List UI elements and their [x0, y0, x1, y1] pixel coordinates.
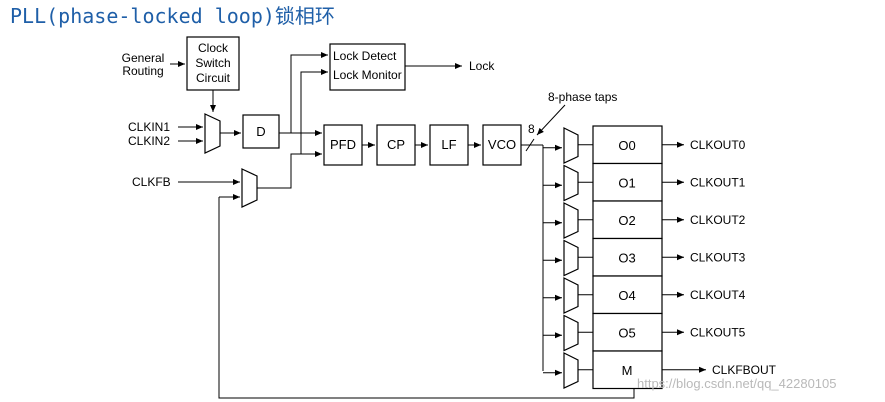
output-mux-3 [563, 239, 579, 277]
page-title: PLL(phase-locked loop)锁相环 [10, 4, 335, 28]
input-clock-mux [204, 113, 221, 154]
bus-width-label: 8 [528, 122, 535, 136]
lock-detect-label: Lock Detect [333, 49, 397, 63]
counter-box-4 [592, 275, 663, 315]
feedback-to-pfd-wire [257, 151, 322, 189]
output-label-0: CLKOUT0 [690, 138, 746, 152]
lf-label: LF [441, 137, 456, 152]
counter-box-0 [592, 125, 663, 165]
counter-label-3: O3 [618, 250, 635, 265]
vco-block [482, 124, 522, 166]
output-label-2: CLKOUT2 [690, 213, 746, 227]
output-label-6: CLKFBOUT [712, 363, 777, 377]
counter-label-6: M [622, 363, 633, 378]
cp-block [376, 124, 416, 166]
clock-switch-label-line3: Circuit [196, 71, 231, 85]
watermark-text: https://blog.csdn.net/qq_42280105 [637, 376, 837, 391]
counter-box-6 [592, 350, 663, 390]
general-routing-label-line1: General [122, 51, 165, 65]
lock-detect-monitor-block [329, 43, 406, 91]
clkfb-label: CLKFB [132, 175, 171, 189]
ref-to-lock-detect-wire [290, 52, 328, 133]
output-mux-4 [563, 277, 579, 314]
lock-monitor-label: Lock Monitor [333, 68, 402, 82]
bus-slash [525, 138, 535, 152]
counter-label-0: O0 [618, 138, 635, 153]
clkin1-label: CLKIN1 [128, 120, 170, 134]
lock-output-label: Lock [469, 59, 495, 73]
output-mux-6 [563, 352, 579, 389]
clock-switch-label-line2: Switch [195, 56, 230, 70]
counter-label-1: O1 [618, 175, 635, 190]
lf-block [429, 124, 469, 166]
cp-label: CP [387, 137, 405, 152]
d-divider-block [242, 114, 280, 149]
output-mux-1 [563, 164, 579, 202]
feedback-mux [241, 168, 258, 208]
counter-label-4: O4 [618, 288, 635, 303]
vco-label: VCO [488, 137, 516, 152]
pfd-label: PFD [330, 137, 356, 152]
feedback-to-lock-monitor-wire [300, 69, 328, 154]
output-mux-0 [563, 127, 579, 164]
output-label-5: CLKOUT5 [690, 325, 746, 339]
counter-label-5: O5 [618, 325, 635, 340]
general-routing-label-line2: Routing [122, 64, 163, 78]
feedback-loop-wire [218, 197, 635, 399]
output-label-3: CLKOUT3 [690, 250, 746, 264]
output-mux-2 [563, 202, 579, 239]
counter-label-2: O2 [618, 213, 635, 228]
counter-box-2 [592, 200, 663, 240]
phase-taps-label: 8-phase taps [548, 90, 617, 104]
output-label-4: CLKOUT4 [690, 288, 746, 302]
d-divider-label: D [256, 124, 265, 139]
output-label-1: CLKOUT1 [690, 175, 746, 189]
pfd-block [323, 124, 363, 166]
counter-box-5 [592, 312, 663, 352]
phase-taps-pointer [536, 104, 566, 136]
clock-switch-label-line1: Clock [198, 41, 229, 55]
clkin2-label: CLKIN2 [128, 134, 170, 148]
output-mux-5 [563, 314, 579, 352]
